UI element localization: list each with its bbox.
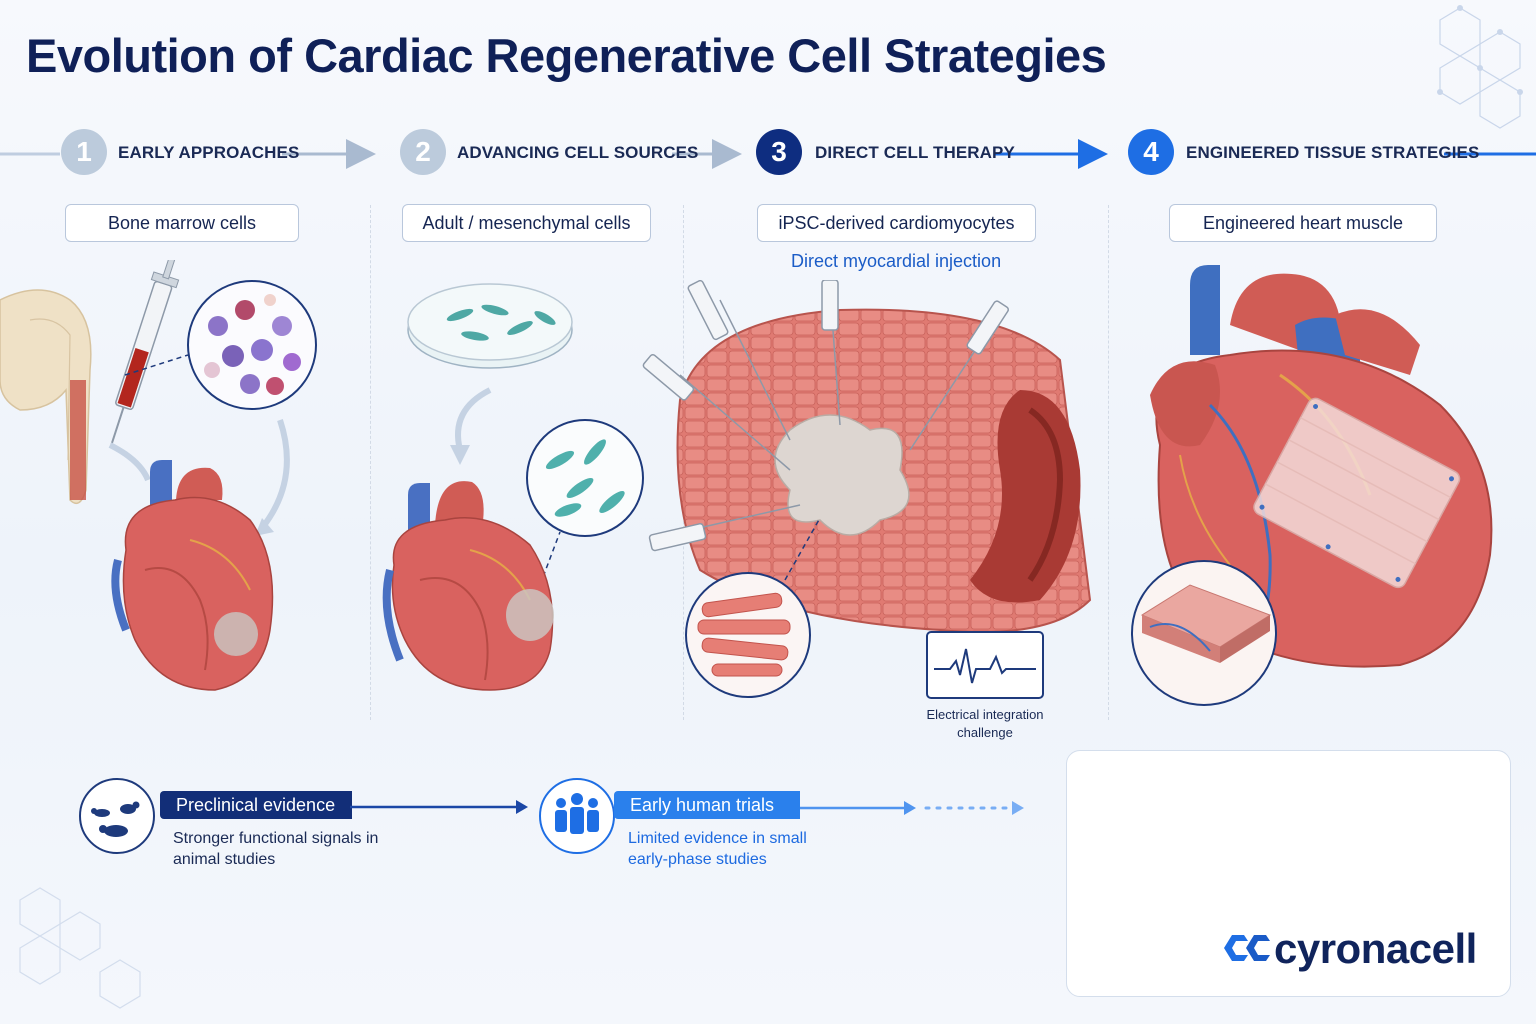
step-3: 3	[756, 129, 802, 175]
logo-card	[1066, 750, 1511, 997]
animals-icon	[79, 778, 155, 854]
step-4: 4	[1128, 129, 1174, 175]
step-1-label: EARLY APPROACHES	[118, 143, 300, 162]
human-trials-desc: Limited evidence in small early-phase st…	[628, 830, 807, 868]
page-title: Evolution of Cardiac Regenerative Cell S…	[26, 29, 1107, 82]
step-1: 1	[61, 129, 107, 175]
electrical-note: Electrical integration challenge	[926, 707, 1044, 740]
ecg-icon	[926, 631, 1044, 699]
step-number: 2	[400, 129, 446, 175]
cell-source-box: Engineered heart muscle	[1169, 204, 1437, 242]
mesenchymal-illustration	[382, 283, 644, 691]
hexagon-pattern	[1437, 5, 1523, 129]
bone-marrow-illustration	[0, 260, 317, 691]
engineered-heart-illustration	[1131, 265, 1493, 706]
column-divider	[370, 205, 371, 720]
hexagon-pattern	[19, 887, 141, 1009]
brand-logo-mark	[1224, 935, 1270, 961]
preclinical-pill: Preclinical evidence	[160, 791, 352, 819]
step-4-label: ENGINEERED TISSUE STRATEGIES	[1186, 143, 1480, 162]
myocardium-illustration	[642, 280, 1092, 698]
column-divider	[1108, 205, 1109, 720]
step-3-label: DIRECT CELL THERAPY	[815, 143, 1015, 162]
evidence-arrow-dotted	[800, 801, 1024, 815]
human-trials-pill: Early human trials	[614, 791, 800, 819]
cell-source-box: Bone marrow cells	[65, 204, 299, 242]
step-2: 2	[400, 129, 446, 175]
cell-source-box: iPSC-derived cardiomyocytes	[757, 204, 1036, 242]
cell-source-box: Adult / mesenchymal cells	[402, 204, 651, 242]
people-icon	[539, 778, 615, 854]
injection-subtitle: Direct myocardial injection	[791, 251, 1002, 271]
step-number: 3	[756, 129, 802, 175]
step-number: 4	[1128, 129, 1174, 175]
timeline-arrows	[0, 139, 1536, 169]
step-number: 1	[61, 129, 107, 175]
preclinical-desc: Stronger functional signals in animal st…	[173, 830, 379, 868]
evidence-arrow	[350, 800, 528, 814]
step-2-label: ADVANCING CELL SOURCES	[457, 143, 699, 162]
brand-logo-text: cyronacell	[1274, 925, 1477, 972]
